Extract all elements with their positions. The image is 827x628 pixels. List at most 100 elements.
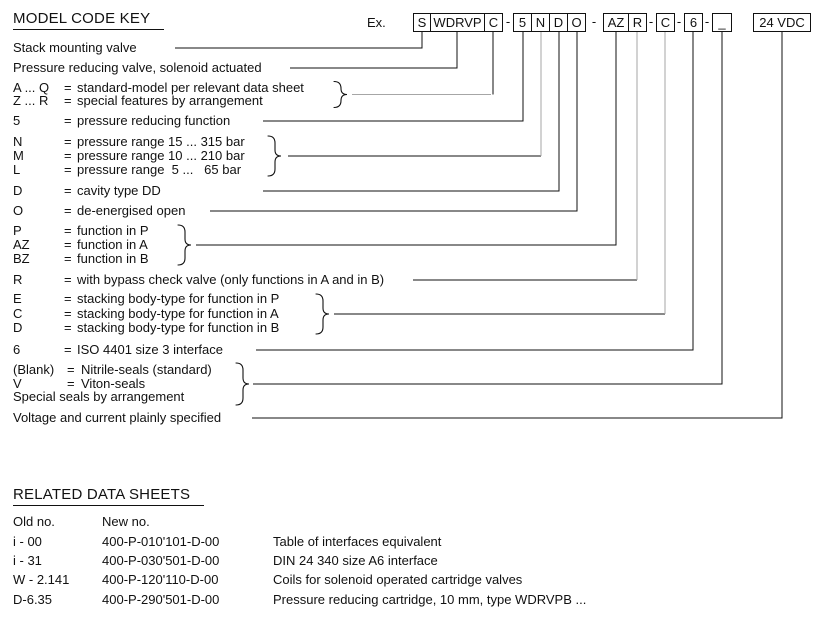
code-segment-stack: S [413, 13, 431, 32]
table-header-row: Old no. New no. [13, 514, 803, 529]
code-segment-pressure: N [531, 13, 550, 32]
key-line: O = de-energised open [13, 204, 533, 218]
old-no: W - 2.141 [13, 572, 70, 587]
key-line: N = pressure range 15 ... 315 bar [13, 135, 533, 149]
key-line: C = stacking body-type for function in A [13, 307, 533, 321]
key-code: D [13, 183, 23, 198]
key-line: A ... Q=standard-model per relevant data… [13, 81, 533, 95]
header-new-no: New no. [102, 514, 150, 529]
key-line: Voltage and current plainly specified [13, 411, 533, 425]
code-segment-size: 6 [684, 13, 703, 32]
equals-sign: = [64, 251, 72, 266]
key-line: R = with bypass check valve (only function… [13, 273, 533, 287]
sheet-title: DIN 24 340 size A6 interface [273, 553, 438, 568]
sheet-title: Pressure reducing cartridge, 10 mm, type… [273, 592, 587, 607]
code-separator: - [505, 14, 511, 29]
equals-sign: = [64, 134, 72, 149]
code-segment-open: O [567, 13, 586, 32]
code-separator: - [676, 14, 682, 29]
equals-sign: = [64, 320, 72, 335]
code-separator: - [591, 14, 597, 29]
code-segment-function: 5 [513, 13, 532, 32]
key-desc: cavity type DD [77, 183, 161, 198]
key-code: M [13, 148, 24, 163]
code-segment-model: C [484, 13, 503, 32]
key-code: 6 [13, 342, 21, 357]
key-desc: stacking body-type for function in B [77, 320, 280, 335]
key-desc: pressure range 10 ... 210 bar [77, 148, 245, 163]
code-segment-port: AZ [603, 13, 629, 32]
key-code: Z ... R [13, 93, 49, 108]
table-row: i - 00 400-P-010'101-D-00 Table of inter… [13, 534, 803, 549]
key-code: V [13, 376, 22, 391]
key-line: D = cavity type DD [13, 184, 533, 198]
key-line: P=function in P [13, 224, 533, 238]
key-text: Special seals by arrangement [13, 389, 185, 404]
related-data-sheets-title: RELATED DATA SHEETS [13, 486, 205, 506]
model-code-key-title: MODEL CODE KEY [13, 10, 165, 30]
key-text: Pressure reducing valve, solenoid actuat… [13, 60, 262, 75]
key-desc: special features by arrangement [77, 93, 263, 108]
key-line: D = stacking body-type for function in B [13, 321, 533, 335]
key-code: N [13, 134, 23, 149]
equals-sign: = [64, 237, 72, 252]
equals-sign: = [64, 291, 72, 306]
key-line: Stack mounting valve [13, 41, 533, 55]
key-code: L [13, 162, 21, 177]
table-row: W - 2.141 400-P-120'110-D-00 Coils for s… [13, 572, 803, 587]
code-segment-bypass: R [628, 13, 647, 32]
key-desc: standard-model per relevant data sheet [77, 80, 304, 95]
key-code: (Blank) [13, 362, 55, 377]
key-line: BZ=function in B [13, 252, 533, 266]
equals-sign: = [64, 203, 72, 218]
key-line: (Blank)=Nitrile-seals (standard) [13, 363, 533, 377]
key-desc: with bypass check valve (only functions … [77, 272, 385, 287]
sheet-title: Coils for solenoid operated cartridge va… [273, 572, 523, 587]
key-code: A ... Q [13, 80, 50, 95]
equals-sign: = [64, 272, 72, 287]
table-row: D-6.35 400-P-290'501-D-00 Pressure reduc… [13, 592, 803, 607]
key-desc: pressure reducing function [77, 113, 231, 128]
equals-sign: = [64, 113, 72, 128]
equals-sign: = [64, 93, 72, 108]
key-desc: stacking body-type for function in A [77, 306, 279, 321]
key-desc: Viton-seals [81, 376, 146, 391]
new-no: 400-P-030'501-D-00 [102, 553, 220, 568]
code-separator: - [648, 14, 654, 29]
code-segment-type: WDRVP [430, 13, 485, 32]
new-no: 400-P-010'101-D-00 [102, 534, 220, 549]
old-no: D-6.35 [13, 592, 53, 607]
key-line: 5 = pressure reducing function [13, 114, 533, 128]
key-code: R [13, 272, 23, 287]
key-desc: stacking body-type for function in P [77, 291, 280, 306]
key-code: P [13, 223, 22, 238]
code-segment-voltage: 24 VDC [753, 13, 811, 32]
key-line: M = pressure range 10 ... 210 bar [13, 149, 533, 163]
equals-sign: = [64, 183, 72, 198]
example-label: Ex. [367, 15, 386, 30]
equals-sign: = [64, 306, 72, 321]
code-segment-cavity: D [549, 13, 568, 32]
key-desc: function in P [77, 223, 149, 238]
key-desc: de-energised open [77, 203, 186, 218]
key-line: E = stacking body-type for function in P [13, 292, 533, 306]
key-code: 5 [13, 113, 21, 128]
key-code: E [13, 291, 22, 306]
equals-sign: = [67, 376, 75, 391]
header-old-no: Old no. [13, 514, 55, 529]
key-code: O [13, 203, 24, 218]
code-segment-seals: _ [712, 13, 732, 32]
key-desc: pressure range 15 ... 315 bar [77, 134, 245, 149]
key-line: Special seals by arrangement [13, 390, 533, 404]
new-no: 400-P-120'110-D-00 [102, 572, 219, 587]
equals-sign: = [64, 342, 72, 357]
old-no: i - 31 [13, 553, 42, 568]
key-code: C [13, 306, 23, 321]
key-line: AZ=function in A [13, 238, 533, 252]
equals-sign: = [64, 148, 72, 163]
code-separator: - [704, 14, 710, 29]
table-row: i - 31 400-P-030'501-D-00 DIN 24 340 siz… [13, 553, 803, 568]
key-code: D [13, 320, 23, 335]
key-code: AZ [13, 237, 30, 252]
